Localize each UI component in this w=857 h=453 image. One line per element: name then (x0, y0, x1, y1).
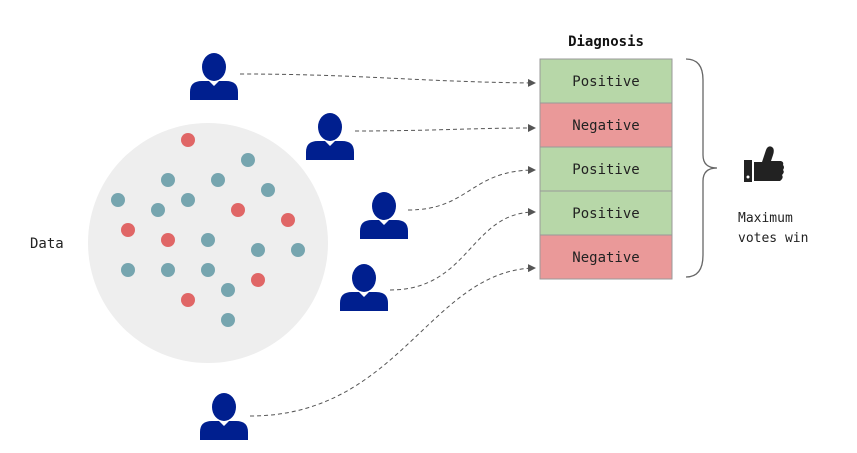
data-label: Data (30, 236, 64, 252)
diagnosis-label: Negative (572, 250, 639, 266)
data-point (211, 173, 225, 187)
voters (190, 53, 408, 440)
data-point (151, 203, 165, 217)
diagnosis-label: Positive (572, 162, 639, 178)
data-point (121, 263, 135, 277)
person-icon (340, 264, 388, 311)
conclusion-line-2: votes win (738, 231, 808, 246)
person-icon (190, 53, 238, 100)
data-point (281, 213, 295, 227)
diagnosis-label: Negative (572, 118, 639, 134)
diagnosis-label: Positive (572, 74, 639, 90)
data-point (261, 183, 275, 197)
data-point (181, 133, 195, 147)
conclusion-line-1: Maximum (738, 211, 793, 226)
data-point (201, 233, 215, 247)
diagnosis-label: Positive (572, 206, 639, 222)
person-icon (306, 113, 354, 160)
vote-arrow-1 (239, 73, 536, 87)
curly-bracket (685, 58, 718, 278)
diagnosis-cell (539, 58, 673, 104)
data-point (291, 243, 305, 257)
thumbs-up-icon (744, 146, 784, 182)
data-point (251, 243, 265, 257)
diagnosis-title: Diagnosis (568, 34, 644, 50)
data-points (111, 133, 305, 327)
data-point (161, 263, 175, 277)
diagnosis-cell (539, 146, 673, 192)
diagnosis-cell (539, 190, 673, 236)
data-point (221, 283, 235, 297)
data-point (181, 193, 195, 207)
data-point (201, 263, 215, 277)
diagnosis-cell (539, 234, 673, 280)
data-point (111, 193, 125, 207)
vote-arrow-5 (249, 264, 536, 417)
diagnosis-cell (539, 102, 673, 148)
data-point (231, 203, 245, 217)
vote-arrow-3 (407, 166, 536, 211)
vote-arrow-4 (389, 208, 536, 291)
person-icon (200, 393, 248, 440)
person-icon (360, 192, 408, 239)
data-point (251, 273, 265, 287)
vote-arrows (239, 73, 536, 417)
data-point (181, 293, 195, 307)
data-point (161, 173, 175, 187)
vote-arrow-2 (354, 124, 536, 133)
data-point (121, 223, 135, 237)
data-point (241, 153, 255, 167)
data-point (221, 313, 235, 327)
data-point (161, 233, 175, 247)
